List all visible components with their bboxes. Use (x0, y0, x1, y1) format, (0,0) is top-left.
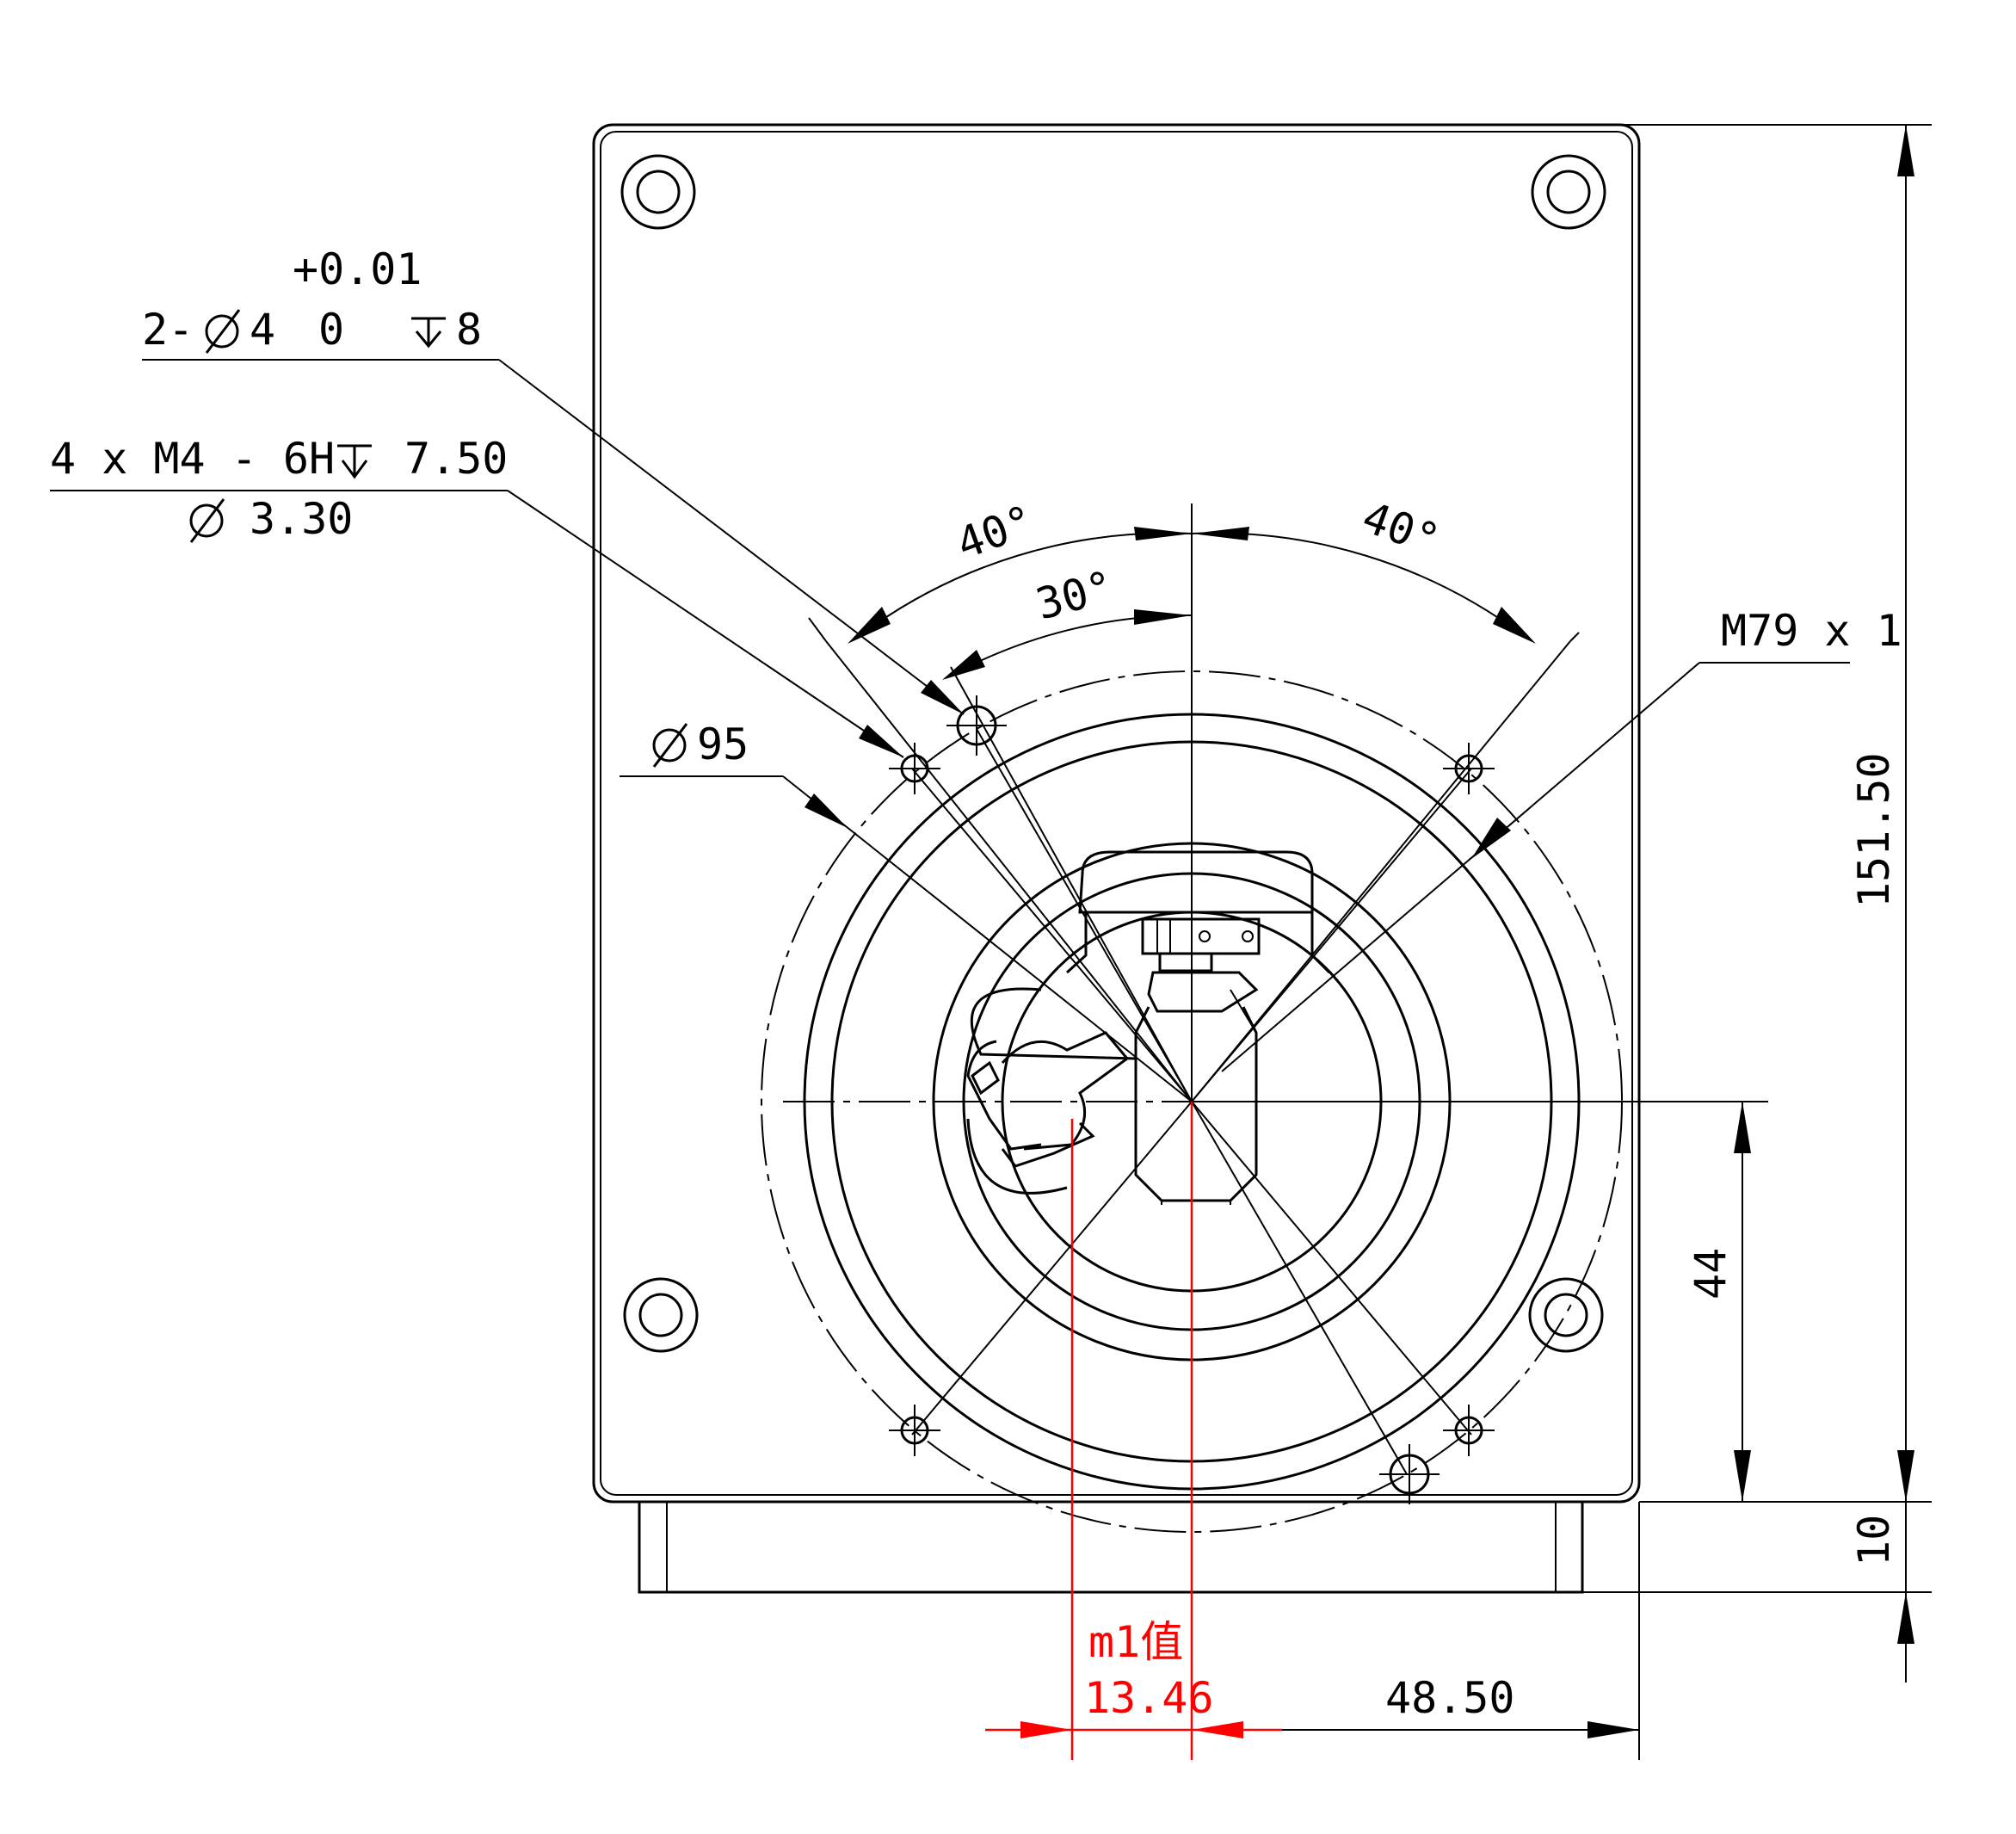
housing-outline (592, 123, 1641, 1504)
radial-line-5 (976, 728, 1193, 1102)
housing (592, 123, 1641, 1594)
side-plug-clip (1001, 1121, 1095, 1168)
thread-depth: 7.50 (404, 434, 508, 484)
bolt-hole-1 (889, 743, 940, 794)
dim-height: 151.50 (1618, 124, 1932, 1503)
pin-tolerance: +0.01 (293, 244, 422, 294)
radial-line-1 (911, 768, 1193, 1102)
base-value: 10 (1849, 1515, 1899, 1566)
pin-depth-symbol (411, 317, 446, 349)
callout-pin-holes: +0.01 2- 4 0 8 (142, 244, 965, 715)
dim-center-offset: 48.50 (1192, 1502, 1640, 1760)
side-plug-tab (971, 1060, 1000, 1096)
corner-hole-tr-inner (1546, 170, 1591, 214)
thread-spec: 4 x M4 - 6H (50, 434, 335, 484)
height-value: 151.50 (1849, 752, 1899, 908)
drill-diameter-symbol (189, 498, 225, 543)
radial-line-3 (911, 1101, 1193, 1436)
pin-hole-2 (1379, 1444, 1440, 1504)
dim-base: 10 (1582, 1502, 1932, 1683)
connector-top (1141, 917, 1261, 955)
pin-diameter: 4 (250, 305, 275, 355)
corner-hole-tr (1531, 154, 1606, 230)
angle-ref-right (1191, 640, 1571, 1102)
m1-label: m1值 (1088, 1617, 1183, 1667)
pin-lower-tol: 0 (318, 305, 344, 355)
angle-dims: 40° 40° 30° (808, 492, 1580, 680)
angle-label-left: 40° (950, 496, 1040, 569)
radial-line-6 (1191, 1101, 1408, 1475)
side-plug-bottom (966, 1118, 1068, 1195)
callout-pcd: 95 (620, 719, 1193, 1102)
corner-hole-tl-inner (636, 170, 681, 214)
bolt-holes (889, 695, 1495, 1504)
angle-label-inner: 30° (1031, 561, 1119, 629)
angle-ref-left (825, 640, 1193, 1102)
callout-mount-thread: M79 x 1 (1221, 606, 1902, 1072)
mount-thread-spec: M79 x 1 (1721, 606, 1902, 656)
pcd-diameter-symbol (652, 723, 688, 768)
side-connector (966, 987, 1137, 1195)
arc-30 (950, 614, 1193, 676)
pin-hole-1 (946, 695, 1007, 756)
side-plug-top (970, 987, 1137, 1060)
m1-value: 13.46 (1084, 1673, 1214, 1723)
corner-hole-bl-inner (638, 1293, 683, 1337)
base-plate (638, 1500, 1584, 1594)
corner-holes (620, 154, 1606, 1353)
center-height-value: 44 (1686, 1248, 1735, 1300)
sensor-cap (1078, 850, 1314, 914)
sensor-neck (1065, 912, 1331, 974)
radial-line-4 (1191, 1101, 1472, 1436)
corner-hole-tl (620, 154, 696, 230)
side-plug-head (966, 1040, 1042, 1151)
connector-neck (1147, 971, 1259, 1013)
sensor-body (1065, 850, 1331, 1205)
thread-depth-symbol (337, 444, 372, 479)
drill-diameter: 3.30 (250, 494, 353, 544)
pin-depth: 8 (456, 305, 482, 355)
dim-m1: m1值 13.46 (985, 1102, 1282, 1760)
bolt-hole-4 (1443, 1405, 1495, 1456)
bolt-hole-2 (1443, 743, 1495, 794)
angle-ref-inner (950, 666, 1193, 1102)
corner-hole-bl (623, 1277, 699, 1353)
dim-center-height: 44 (1686, 1102, 1751, 1502)
bolt-hole-3 (889, 1405, 940, 1456)
callout-threads: 4 x M4 - 6H 7.50 3.30 (50, 434, 904, 758)
center-offset-value: 48.50 (1385, 1673, 1515, 1723)
pcd-value: 95 (697, 719, 749, 769)
connector-stub (1158, 952, 1213, 973)
housing-inner-outline (600, 131, 1633, 1496)
corner-hole-br-inner (1544, 1293, 1588, 1337)
angle-label-right: 40° (1356, 492, 1446, 565)
arc-40-right (1191, 532, 1524, 636)
pin-diameter-symbol (205, 309, 241, 354)
pin-count: 2- (142, 305, 194, 355)
side-plug-body (1001, 1031, 1130, 1151)
corner-hole-br (1528, 1277, 1604, 1353)
